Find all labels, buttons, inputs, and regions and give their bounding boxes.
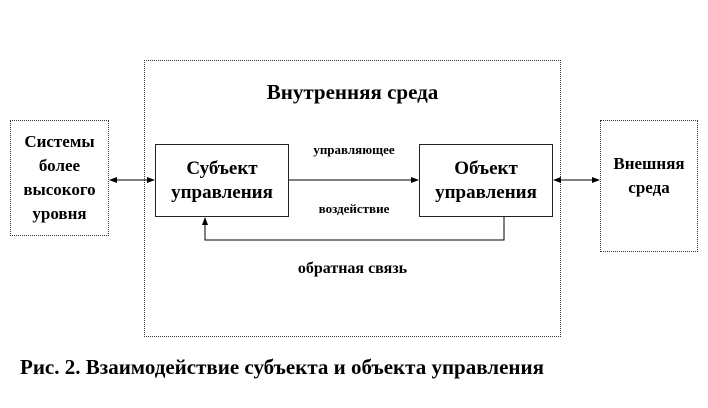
external-environment-line: среда: [628, 178, 670, 197]
higher-systems-line: Системы: [24, 132, 95, 151]
object-line: управления: [435, 181, 537, 203]
object-box: Объект управления: [419, 144, 553, 217]
feedback-arrow: [202, 217, 505, 241]
subject-box: Субъект управления: [155, 144, 289, 217]
subject-line: Субъект: [186, 157, 258, 179]
internal-environment-title: Внутренняя среда: [266, 80, 439, 104]
higher-systems-line: более: [38, 156, 81, 175]
control-label-bottom: воздействие: [318, 201, 390, 216]
higher-systems-line: уровня: [32, 204, 87, 223]
external-environment-box: Внешняя среда: [600, 120, 698, 252]
control-label-top: управляющее: [313, 142, 395, 157]
internal-environment-box: [144, 60, 561, 337]
higher-systems-line: высокого: [23, 180, 96, 199]
figure-caption: Рис. 2. Взаимодействие субъекта и объект…: [20, 355, 544, 379]
external-environment-line: Внешняя: [613, 154, 685, 173]
subject-line: управления: [171, 181, 273, 203]
higher-systems-box: Системы более высокого уровня: [10, 120, 109, 236]
feedback-label: обратная связь: [297, 260, 408, 277]
object-line: Объект: [454, 157, 518, 179]
